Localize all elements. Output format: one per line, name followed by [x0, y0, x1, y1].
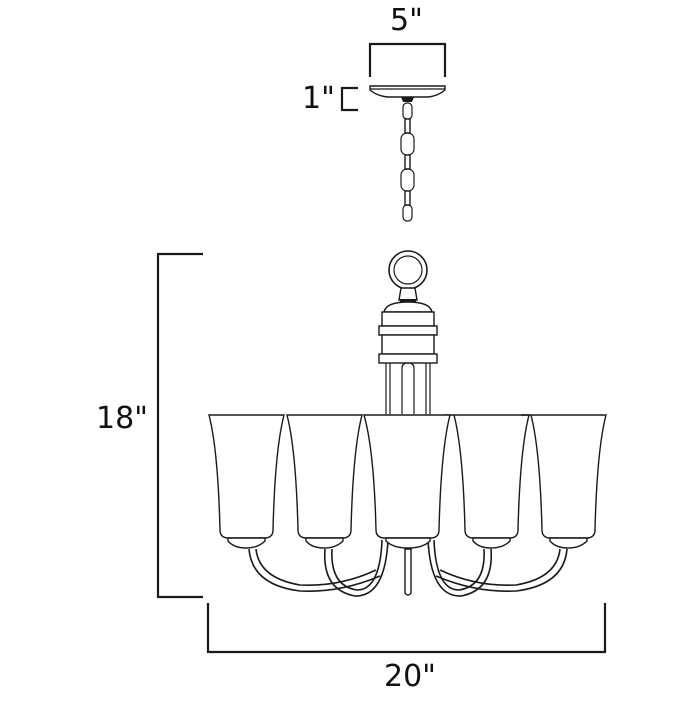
shades [208, 414, 607, 549]
shade-2 [286, 414, 363, 549]
fixture-width-label: 20" [384, 659, 436, 694]
height-bracket [156, 252, 203, 599]
width-bracket [206, 603, 607, 654]
canopy-width-label: 5" [390, 3, 423, 38]
shade-1 [208, 414, 285, 549]
center-column [378, 301, 438, 414]
arms [248, 539, 568, 597]
shade-3 [363, 414, 451, 549]
canopy-height-bracket [340, 86, 358, 112]
canopy-width-bracket [368, 42, 447, 77]
fixture-height-label: 18" [96, 401, 148, 436]
shade-4 [444, 414, 530, 549]
shade-5 [521, 414, 607, 549]
canopy-height-label: 1" [302, 81, 335, 116]
chain [400, 102, 415, 222]
loop-ring [388, 250, 428, 302]
canopy [369, 85, 446, 102]
